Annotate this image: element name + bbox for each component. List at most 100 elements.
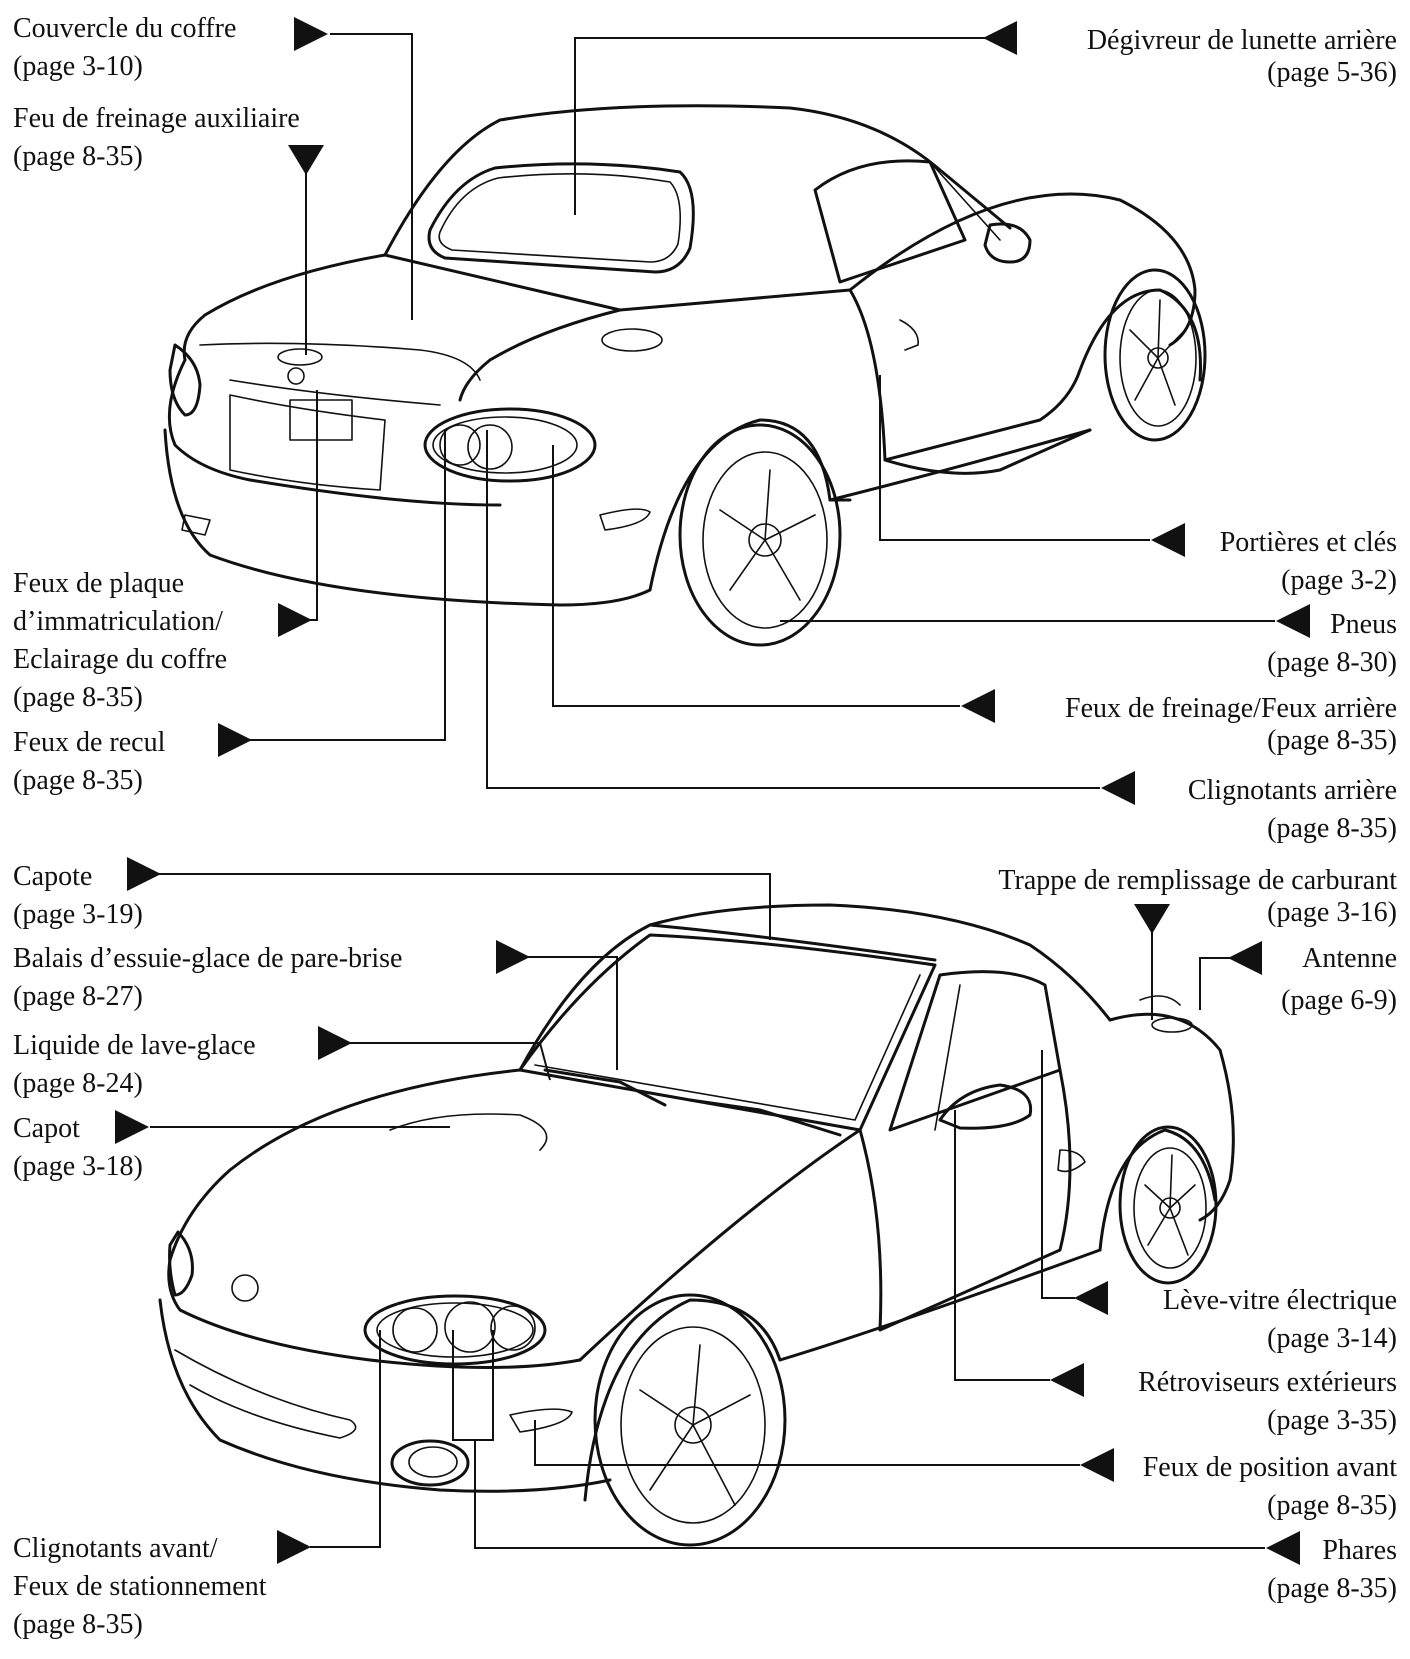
- callout-page-ref: (page 8-35): [1267, 1490, 1397, 1521]
- leader-capote: [155, 873, 771, 940]
- callout-page-ref: (page 3-14): [1267, 1323, 1397, 1354]
- arrow-marker-icon: [496, 940, 530, 974]
- callout-label: Feux de recul: [13, 727, 166, 758]
- arrow-marker-icon: [983, 21, 1017, 55]
- callout-page-ref: (page 8-35): [1267, 1573, 1397, 1604]
- callout-clignotants-avant: Clignotants avant/ Feux de stationnement…: [13, 1530, 267, 1644]
- callout-page-ref: (page 8-24): [13, 1068, 143, 1099]
- callout-leader-lines: [150, 33, 1275, 1549]
- callout-page-ref: (page 8-35): [1267, 813, 1397, 844]
- callout-feu-freinage-auxiliaire: Feu de freinage auxiliaire (page 8-35): [13, 100, 300, 176]
- callout-label: Feux de plaque: [13, 568, 185, 599]
- arrow-marker-icon: [294, 17, 328, 51]
- callout-label: Clignotants arrière: [1187, 775, 1397, 806]
- callout-portieres: Portières et clés (page 3-2): [1220, 524, 1397, 600]
- leader-antenne: [1199, 957, 1230, 1010]
- callout-capote: Capote (page 3-19): [13, 858, 143, 934]
- callout-label: Feux de freinage/Feux arrière: [1065, 693, 1397, 724]
- callout-label: Clignotants avant/: [13, 1533, 218, 1564]
- arrow-marker-icon: [1101, 771, 1135, 805]
- callout-degivreur: Dégivreur de lunette arrière (page 5-36): [1087, 22, 1397, 92]
- callout-feux-position: Feux de position avant (page 8-35): [1143, 1449, 1397, 1525]
- arrow-marker-icon: [288, 145, 324, 175]
- arrow-marker-group: [115, 17, 1310, 1565]
- arrow-marker-icon: [1080, 1448, 1114, 1482]
- callout-page-ref: (page 3-19): [13, 899, 143, 930]
- arrow-marker-icon: [318, 1026, 352, 1060]
- arrow-marker-icon: [1266, 1531, 1300, 1565]
- callout-label: Feux de position avant: [1142, 1452, 1397, 1483]
- leader-clignotants-arr: [486, 430, 1100, 789]
- callout-retroviseurs: Rétroviseurs extérieurs (page 3-35): [1138, 1364, 1397, 1440]
- leader-degivreur: [574, 37, 985, 215]
- callout-capot: Capot (page 3-18): [13, 1110, 143, 1186]
- arrow-marker-icon: [278, 603, 312, 637]
- leader-couvercle: [330, 33, 413, 320]
- callout-liquide-lave-glace: Liquide de lave-glace (page 8-24): [13, 1027, 256, 1103]
- arrow-marker-icon: [277, 1530, 311, 1564]
- callout-label: Balais d’essuie-glace de pare-brise: [13, 943, 403, 974]
- leader-liquide: [345, 1042, 551, 1081]
- callout-label: Rétroviseurs extérieurs: [1138, 1367, 1397, 1398]
- callout-page-ref: (page 5-36): [1267, 57, 1397, 88]
- callout-label: Antenne: [1302, 943, 1397, 974]
- callout-page-ref: (page 3-18): [13, 1151, 143, 1182]
- arrow-marker-icon: [1151, 523, 1185, 557]
- callout-label: Lève-vitre électrique: [1163, 1285, 1397, 1316]
- callout-page-ref: (page 3-16): [1267, 897, 1397, 928]
- callout-label: Couvercle du coffre: [13, 13, 237, 44]
- callout-phares: Phares (page 8-35): [1267, 1532, 1397, 1608]
- callout-pneus: Pneus (page 8-30): [1267, 606, 1397, 682]
- callout-feux-recul: Feux de recul (page 8-35): [13, 724, 165, 800]
- callout-page-ref: (page 8-27): [13, 981, 143, 1012]
- car-rear-view-illustration: [163, 104, 1207, 647]
- callout-page-ref: (page 8-30): [1267, 647, 1397, 678]
- callout-page-ref: (page 3-2): [1281, 565, 1397, 596]
- callout-label: Trappe de remplissage de carburant: [998, 865, 1397, 896]
- arrow-marker-icon: [1050, 1363, 1084, 1397]
- arrow-marker-icon: [1276, 604, 1310, 638]
- callout-label: Dégivreur de lunette arrière: [1086, 25, 1397, 56]
- arrow-marker-icon: [961, 689, 995, 723]
- leader-balais: [520, 956, 618, 1070]
- leader-feux-plaque: [310, 390, 318, 621]
- callout-label: Phares: [1322, 1535, 1397, 1566]
- callout-label: Feux de stationnement: [13, 1571, 267, 1602]
- callout-page-ref: (page 8-35): [13, 1609, 143, 1640]
- callout-page-ref: (page 3-35): [1267, 1405, 1397, 1436]
- callout-page-ref: (page 8-35): [13, 682, 143, 713]
- leader-portieres: [879, 375, 1150, 541]
- callout-page-ref: (page 8-35): [13, 765, 143, 796]
- leader-leve-vitre: [1041, 1050, 1075, 1299]
- callout-label: Eclairage du coffre: [13, 644, 228, 675]
- callout-label: Portières et clés: [1219, 527, 1397, 558]
- callout-feux-plaque: Feux de plaque d’immatriculation/ Eclair…: [13, 565, 227, 717]
- arrow-marker-icon: [127, 857, 161, 891]
- car-front-view-illustration: [158, 903, 1235, 1547]
- callout-couvercle-coffre: Couvercle du coffre (page 3-10): [13, 10, 236, 86]
- arrow-marker-icon: [1134, 904, 1170, 934]
- callout-clignotants-arriere: Clignotants arrière (page 8-35): [1188, 772, 1397, 848]
- callout-label: Feu de freinage auxiliaire: [13, 103, 300, 134]
- arrow-marker-icon: [218, 723, 252, 757]
- leader-feux-freinage: [552, 445, 960, 707]
- arrow-marker-icon: [1228, 941, 1262, 975]
- callout-label: Capote: [13, 861, 93, 892]
- leader-retroviseurs: [954, 1110, 1050, 1381]
- callout-page-ref: (page 8-35): [13, 141, 143, 172]
- callout-label: Pneus: [1330, 609, 1397, 640]
- callout-feux-freinage: Feux de freinage/Feux arrière (page 8-35…: [1065, 690, 1397, 760]
- callout-leve-vitre: Lève-vitre électrique (page 3-14): [1163, 1282, 1397, 1358]
- leader-clignotants-av: [310, 1330, 381, 1548]
- callout-balais: Balais d’essuie-glace de pare-brise (pag…: [13, 940, 402, 1016]
- callout-page-ref: (page 8-35): [1267, 725, 1397, 756]
- callout-page-ref: (page 3-10): [13, 51, 143, 82]
- arrow-marker-icon: [115, 1110, 149, 1144]
- leader-feux-position: [534, 1420, 1080, 1466]
- leader-feux-recul: [250, 430, 446, 741]
- callout-page-ref: (page 6-9): [1281, 985, 1397, 1016]
- callout-label: Liquide de lave-glace: [13, 1030, 256, 1061]
- callout-label: d’immatriculation/: [13, 606, 223, 637]
- leader-phares-branch: [452, 1330, 475, 1441]
